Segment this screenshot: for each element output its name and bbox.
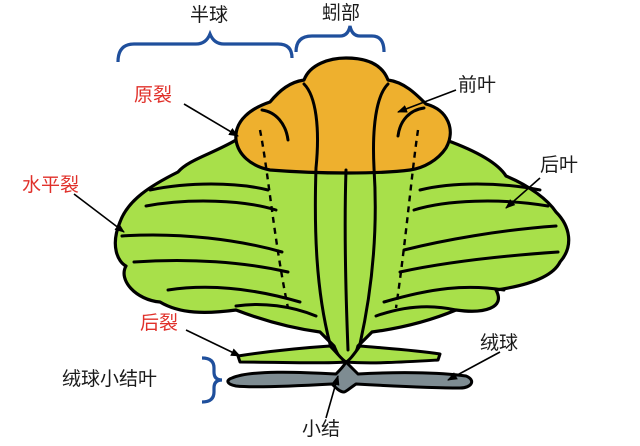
vermis-boundary-lines: [260, 82, 426, 352]
arrow-horizontal-fissure: [73, 193, 125, 233]
label-vermis: 蚓部: [322, 2, 361, 24]
label-posterior-lobe: 后叶: [540, 154, 579, 176]
posterior-fissure-lip-left: [236, 344, 348, 365]
posterior-folia-lines: [120, 182, 560, 318]
flocculonodular-brace: [201, 356, 223, 404]
label-arrows: [73, 89, 541, 419]
arrow-anterior-lobe: [397, 89, 457, 113]
posterior-fissure-lip-right: [344, 344, 442, 365]
label-nodulus: 小结: [302, 418, 341, 440]
hemisphere-brace: [116, 29, 294, 63]
arrow-flocculus: [447, 351, 501, 381]
vermis-brace: [294, 25, 386, 53]
arrow-primary-fissure: [183, 103, 239, 137]
label-posterior-fissure: 后裂: [140, 312, 179, 334]
label-anterior-lobe: 前叶: [458, 74, 497, 96]
anterior-lobe-shape: [234, 56, 452, 175]
label-flocculus: 绒球: [480, 332, 519, 354]
paramedian-dashed-lines: [258, 129, 420, 309]
label-flocculonodular-lobe: 绒球小结叶: [62, 368, 158, 390]
arrow-nodulus: [325, 375, 340, 419]
arrow-posterior-lobe: [505, 177, 541, 209]
label-hemisphere: 半球: [190, 4, 229, 26]
label-primary-fissure: 原裂: [134, 84, 173, 106]
flocculonodular-lobe-shape: [226, 360, 474, 394]
label-horizontal-fissure: 水平裂: [22, 174, 80, 196]
arrow-posterior-fissure: [185, 329, 241, 357]
